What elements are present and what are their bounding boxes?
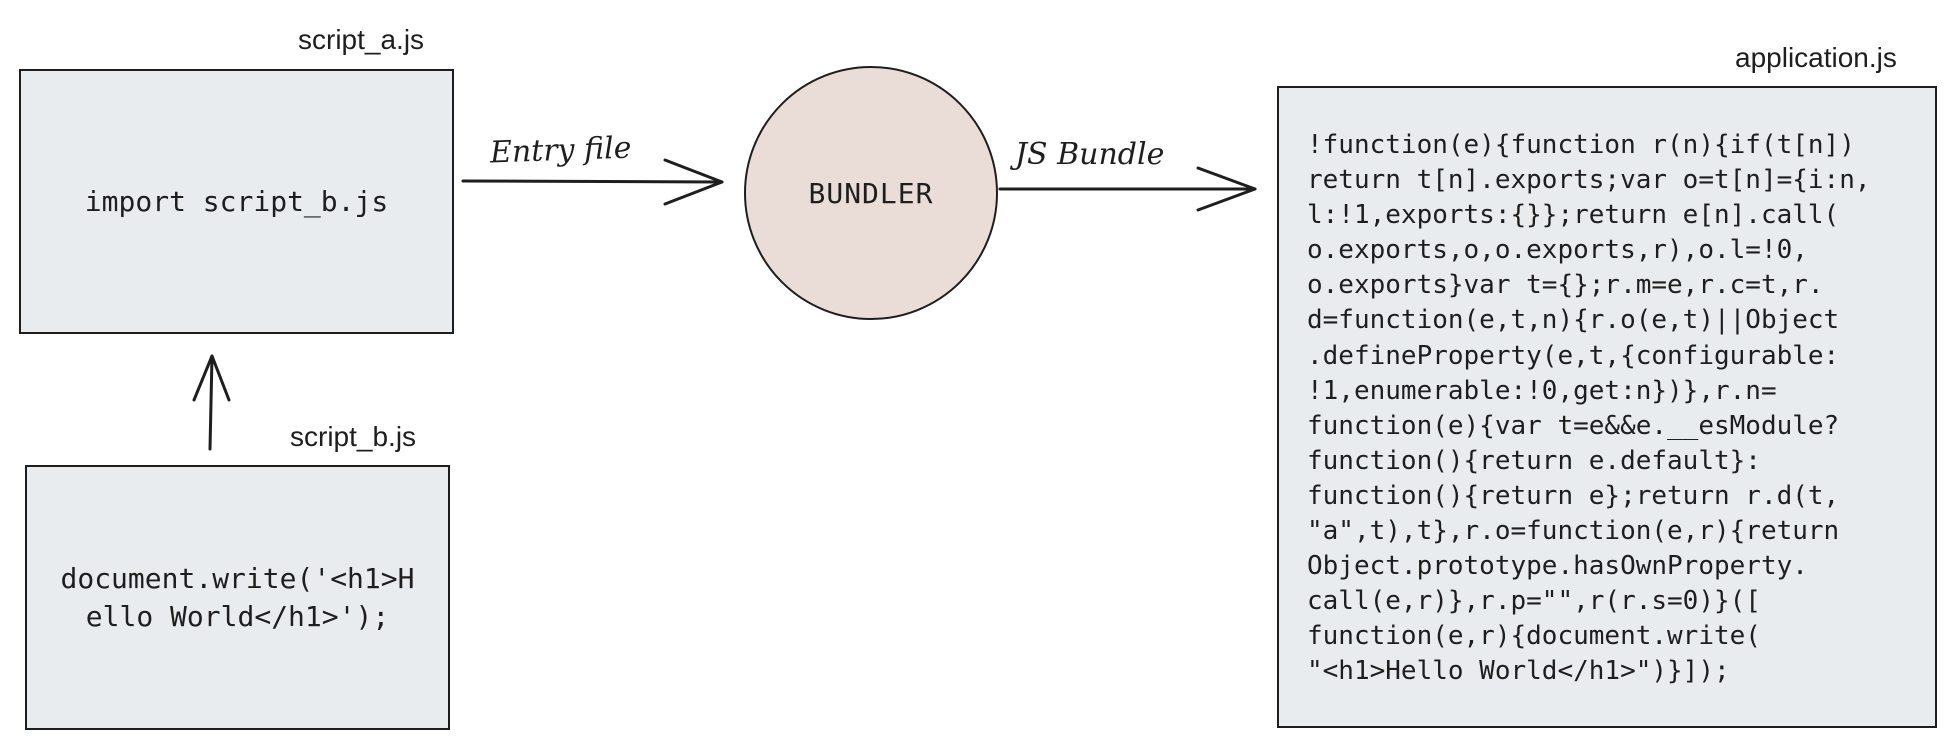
arrow-js-bundle [998,166,1257,212]
arrow-script-b-to-script-a [192,354,231,451]
bundler-label: BUNDLER [808,176,934,210]
script-a-box: import script_b.js [19,69,454,334]
script-b-code: document.write('<h1>H ello World</h1>'); [60,561,415,633]
application-label: application.js [1735,42,1897,73]
script-a-code: import script_b.js [84,184,389,218]
script-a-label: script_a.js [298,24,425,55]
js-bundle-label: JS Bundle [1015,137,1165,172]
script-b-box: document.write('<h1>H ello World</h1>'); [25,465,450,730]
application-box: !function(e){function r(n){if(t[n]) retu… [1277,86,1937,728]
entry-file-label: Entry file [489,130,633,171]
application-code: !function(e){function r(n){if(t[n]) retu… [1307,130,1871,687]
script-b-label: script_b.js [290,421,417,452]
bundler-node: BUNDLER [744,66,998,320]
